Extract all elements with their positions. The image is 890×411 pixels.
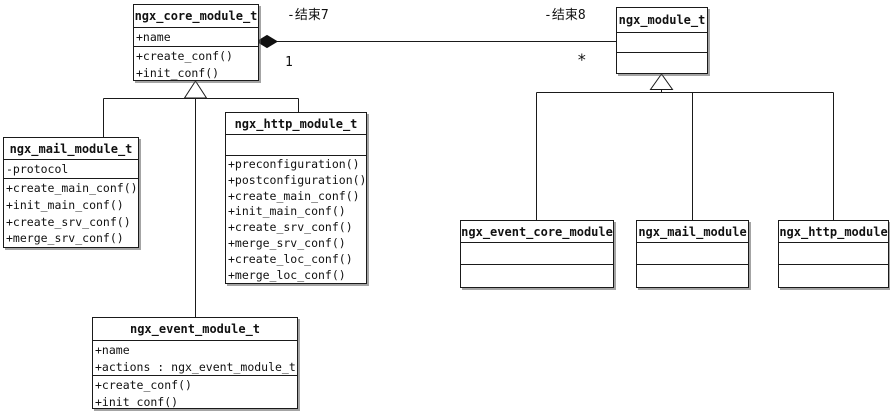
methods-compartment [779,265,888,287]
class-title: ngx_http_module_t [226,113,366,135]
method-item: +init_main_conf() [228,204,346,219]
class-title: ngx_module_t [617,8,707,33]
class-box-ngx-event-module-t: ngx_event_module_t +name +actions : ngx_… [92,317,298,409]
method-item: +create_conf() [95,378,192,392]
attribute-item: +actions : ngx_event_module_t [95,359,296,374]
methods-compartment: +create_conf() +init_conf() [93,376,297,408]
association-end7-label: -结束7 [287,8,329,23]
attribute-item: +name [95,343,130,357]
class-box-ngx-event-core-module: ngx_event_core_module [460,220,614,288]
class-title: ngx_core_module_t [134,5,258,28]
attributes-compartment [617,33,707,53]
class-box-ngx-http-module: ngx_http_module [778,220,889,288]
methods-compartment: +create_conf() +init_conf() [134,47,258,80]
attributes-compartment [779,243,888,265]
methods-compartment [617,53,707,73]
class-title: ngx_mail_module [637,221,748,243]
class-box-ngx-mail-module-t: ngx_mail_module_t -protocol +create_main… [3,137,139,248]
methods-compartment: +preconfiguration() +postconfiguration()… [226,156,366,283]
attributes-compartment: +name [134,28,258,47]
attributes-compartment [461,243,613,265]
class-title: ngx_event_core_module [461,221,613,243]
method-item: +create_srv_conf() [228,220,353,235]
class-title: ngx_mail_module_t [4,138,138,160]
class-title: ngx_event_module_t [93,318,297,341]
method-item: +create_conf() [136,49,233,63]
module-inheritance-connector [536,89,834,220]
attributes-compartment: +name +actions : ngx_event_module_t [93,341,297,376]
method-item: +init_conf() [95,394,179,408]
association-end7-multiplicity: 1 [285,55,293,70]
method-item: +create_main_conf() [6,181,138,195]
methods-compartment: +create_main_conf() +init_main_conf() +c… [4,179,138,247]
attribute-item: +name [136,30,171,44]
methods-compartment [637,265,748,287]
class-box-ngx-http-module-t: ngx_http_module_t +preconfiguration() +p… [225,112,367,284]
class-box-ngx-core-module-t: ngx_core_module_t +name +create_conf() +… [133,4,259,81]
association-end8-multiplicity: * [577,50,587,69]
class-box-ngx-module-t: ngx_module_t [616,7,708,74]
method-item: +preconfiguration() [228,157,360,171]
core-inheritance-triangle-icon [183,80,208,99]
attributes-compartment: -protocol [4,160,138,179]
composition-diamond-icon [256,34,278,49]
method-item: +init_main_conf() [6,197,124,212]
methods-compartment [461,265,613,287]
method-item: +create_loc_conf() [228,251,353,266]
method-item: +postconfiguration() [228,172,366,187]
module-inheritance-triangle-icon [649,73,674,90]
attribute-item: -protocol [6,162,69,176]
method-item: +create_srv_conf() [6,214,131,229]
attributes-compartment [637,243,748,265]
class-title: ngx_http_module [779,221,888,243]
method-item: +merge_loc_conf() [228,267,346,282]
association-end8-label: -结束8 [544,8,586,23]
attributes-compartment [226,135,366,156]
method-item: +init_conf() [136,65,220,80]
class-box-ngx-mail-module: ngx_mail_module [636,220,749,288]
method-item: +merge_srv_conf() [228,235,346,250]
method-item: +create_main_conf() [228,188,360,203]
method-item: +merge_srv_conf() [6,231,124,246]
